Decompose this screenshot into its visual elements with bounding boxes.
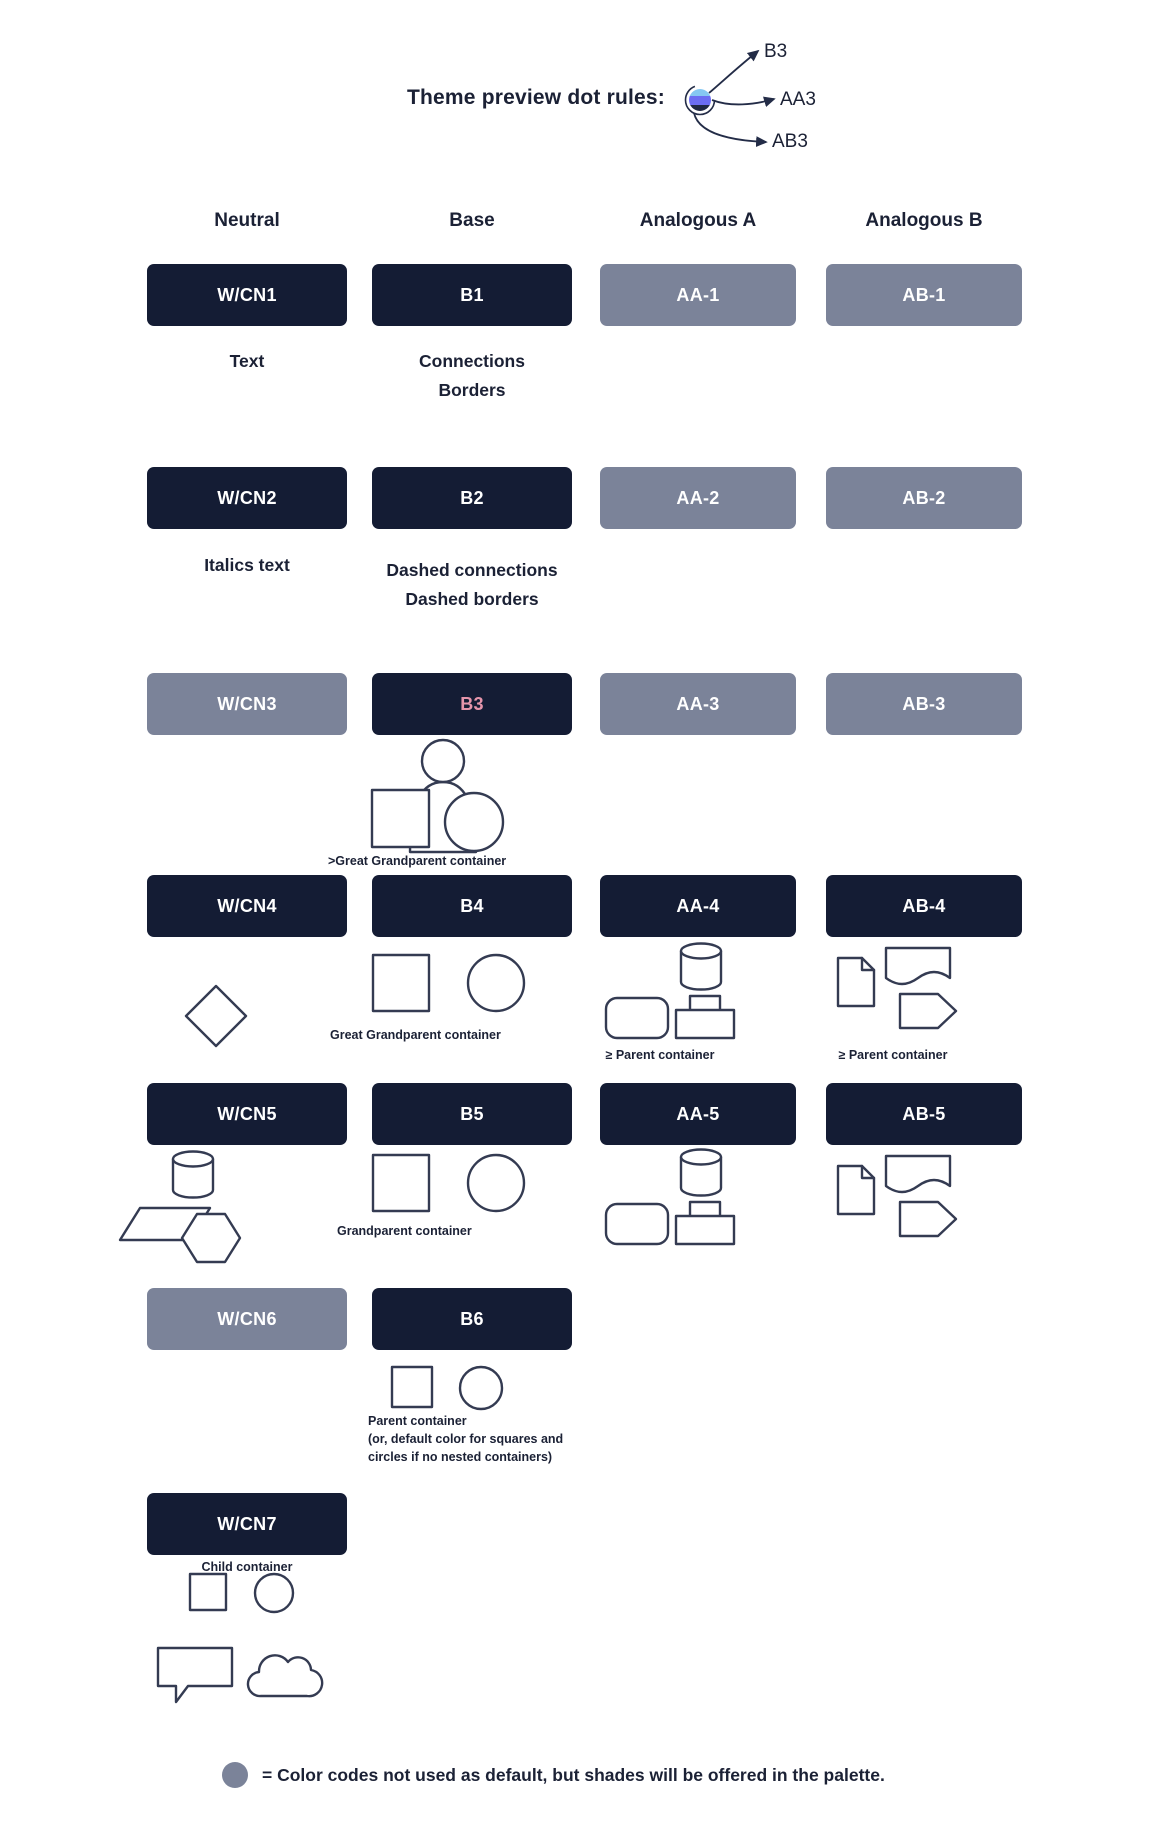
- caption-text: Text: [229, 351, 265, 371]
- swatch-wcn5: W/CN5: [147, 1083, 347, 1145]
- b6-shapes: [390, 1365, 504, 1411]
- chevron-shape: [898, 1200, 958, 1238]
- circle-shape: [443, 791, 505, 853]
- diamond-shape: [184, 984, 248, 1048]
- swatch-b3: B3: [372, 673, 572, 735]
- cylinder-shape: [171, 1150, 215, 1199]
- arrow-to-ab3: [693, 112, 768, 147]
- swatch-aa4: AA-4: [600, 875, 796, 937]
- swatch-aa1: AA-1: [600, 264, 796, 326]
- swatch-b1: B1: [372, 264, 572, 326]
- swatch-wcn1: W/CN1: [147, 264, 347, 326]
- caption-parent-aa4: ≥ Parent container: [605, 1048, 715, 1062]
- caption-parent-line3: circles if no nested containers): [368, 1450, 553, 1464]
- circle-shape: [466, 1153, 526, 1213]
- caption-connections-borders: Connections Borders: [372, 347, 572, 405]
- caption-italics-text: Italics text: [204, 555, 290, 575]
- dot-label-ab3: AB3: [772, 131, 808, 152]
- swatch-aa5: AA-5: [600, 1083, 796, 1145]
- theme-preview-dot: [689, 89, 711, 111]
- b5-shapes: [371, 1153, 526, 1213]
- theme-preview-dot-figure: [684, 49, 776, 147]
- caption-parent-ab4: ≥ Parent container: [838, 1048, 948, 1062]
- swatch-b5: B5: [372, 1083, 572, 1145]
- wavy-document-shape: [884, 946, 952, 986]
- dot-label-b3: B3: [764, 41, 788, 62]
- circle-shape: [253, 1572, 295, 1614]
- ab4-shapes: [836, 946, 958, 1030]
- caption-parent-line2: (or, default color for squares and: [368, 1432, 564, 1446]
- column-header-base: Base: [449, 210, 495, 231]
- column-header-analogous-a: Analogous A: [639, 210, 757, 231]
- circle-shape: [466, 953, 526, 1013]
- caption-child-container: Child container: [201, 1560, 293, 1574]
- swatch-wcn6: W/CN6: [147, 1288, 347, 1350]
- caption-great-grandparent-gt: >Great Grandparent container: [328, 854, 507, 868]
- caption-borders: Borders: [438, 380, 506, 400]
- speech-bubble-shape: [156, 1646, 234, 1704]
- document-shape: [836, 956, 876, 1008]
- square-shape: [371, 1153, 431, 1213]
- legend-gray-dot: [222, 1762, 248, 1788]
- caption-grandparent: Grandparent container: [337, 1224, 472, 1238]
- swatch-b4: B4: [372, 875, 572, 937]
- caption-connections: Connections: [419, 351, 525, 371]
- document-shape: [836, 1164, 876, 1216]
- rounded-rect-shape: [604, 996, 670, 1040]
- swatch-wcn2: W/CN2: [147, 467, 347, 529]
- swatch-wcn4: W/CN4: [147, 875, 347, 937]
- swatch-b2: B2: [372, 467, 572, 529]
- column-header-neutral: Neutral: [214, 210, 280, 231]
- swatch-b6: B6: [372, 1288, 572, 1350]
- caption-great-grandparent: Great Grandparent container: [330, 1028, 501, 1042]
- cloud-shape: [246, 1654, 324, 1698]
- cylinder-shape: [679, 1148, 723, 1197]
- caption-parent-line1: Parent container: [368, 1414, 467, 1428]
- ab5-shapes: [836, 1154, 958, 1238]
- swatch-ab1: AB-1: [826, 264, 1022, 326]
- page-title: Theme preview dot rules:: [406, 86, 665, 109]
- swatch-ab5: AB-5: [826, 1083, 1022, 1145]
- column-header-analogous-b: Analogous B: [865, 210, 983, 231]
- swatch-aa2: AA-2: [600, 467, 796, 529]
- b4-shapes: [371, 953, 526, 1013]
- arrow-to-aa3: [711, 96, 776, 108]
- wavy-document-shape: [884, 1154, 952, 1194]
- swatch-wcn3: W/CN3: [147, 673, 347, 735]
- swatch-wcn7: W/CN7: [147, 1493, 347, 1555]
- swatch-aa3: AA-3: [600, 673, 796, 735]
- square-shape: [370, 788, 431, 849]
- hexagon-shape: [180, 1212, 242, 1264]
- rounded-rect-shape: [604, 1202, 670, 1246]
- wcn5-shapes: [118, 1150, 242, 1264]
- dot-label-aa3: AA3: [780, 89, 816, 110]
- legend-text: = Color codes not used as default, but s…: [262, 1765, 885, 1785]
- person-head-shape: [420, 738, 466, 784]
- aa4-shapes: [604, 942, 736, 1040]
- swatch-ab2: AB-2: [826, 467, 1022, 529]
- swatch-ab4: AB-4: [826, 875, 1022, 937]
- caption-parent-container: Parent container (or, default color for …: [368, 1412, 608, 1466]
- wcn7-shapes: [188, 1572, 295, 1614]
- arrow-to-b3: [708, 49, 760, 94]
- square-shape: [371, 953, 431, 1013]
- rect-shape: [674, 1008, 736, 1040]
- chevron-shape: [898, 992, 958, 1030]
- aa5-shapes: [604, 1148, 736, 1246]
- circle-shape: [458, 1365, 504, 1411]
- wcn4-shapes: [184, 984, 248, 1048]
- caption-dashed-connections: Dashed connections: [386, 560, 558, 580]
- cylinder-shape: [679, 942, 723, 991]
- square-shape: [188, 1572, 228, 1612]
- caption-dashed-borders: Dashed borders: [405, 589, 539, 609]
- b3-shapes: [370, 738, 505, 854]
- caption-dashed: Dashed connections Dashed borders: [347, 556, 597, 614]
- rect-shape: [674, 1214, 736, 1246]
- swatch-ab3: AB-3: [826, 673, 1022, 735]
- misc-shapes: [156, 1646, 324, 1704]
- square-shape: [390, 1365, 434, 1409]
